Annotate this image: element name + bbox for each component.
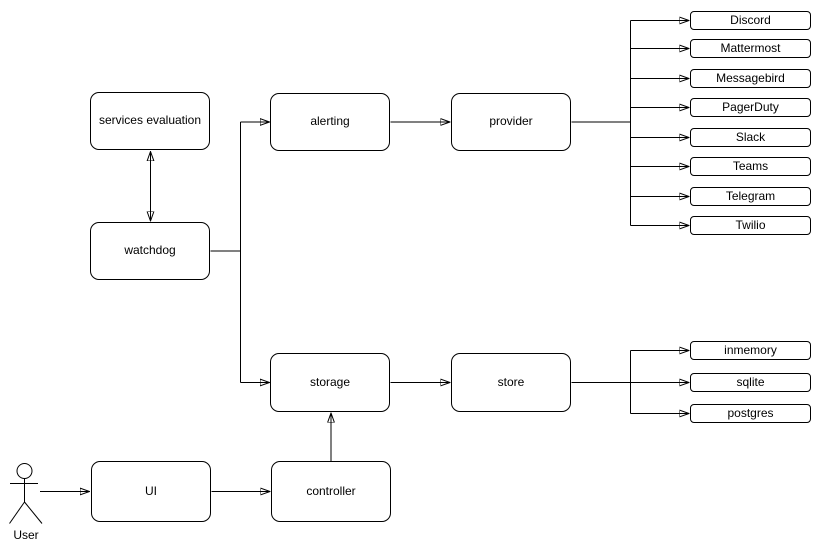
node-storage-label: storage xyxy=(309,374,351,389)
node-store[interactable]: store xyxy=(451,353,571,412)
node-provider-slack[interactable]: Slack xyxy=(690,128,811,147)
node-provider-pagerduty[interactable]: PagerDuty xyxy=(690,98,811,117)
store-postgres-label: postgres xyxy=(727,405,774,420)
provider-slack-label: Slack xyxy=(735,129,766,144)
provider-telegram-label: Telegram xyxy=(725,188,776,203)
node-provider-teams[interactable]: Teams xyxy=(690,157,811,176)
node-provider[interactable]: provider xyxy=(451,93,571,151)
node-provider-discord[interactable]: Discord xyxy=(690,11,811,30)
node-store-label: store xyxy=(497,374,525,389)
node-provider-messagebird[interactable]: Messagebird xyxy=(690,69,811,88)
node-controller-label: controller xyxy=(306,483,356,498)
node-store-postgres[interactable]: postgres xyxy=(690,404,811,423)
node-controller[interactable]: controller xyxy=(271,461,391,522)
provider-twilio-label: Twilio xyxy=(735,217,766,232)
store-sqlite-label: sqlite xyxy=(736,374,765,389)
provider-teams-label: Teams xyxy=(732,158,769,173)
node-services-evaluation-label: services evaluation xyxy=(98,113,202,128)
node-alerting-label: alerting xyxy=(310,114,350,129)
node-watchdog[interactable]: watchdog xyxy=(90,222,210,280)
node-ui[interactable]: UI xyxy=(91,461,211,522)
node-store-inmemory[interactable]: inmemory xyxy=(690,341,811,360)
node-watchdog-label: watchdog xyxy=(124,243,176,258)
node-services-evaluation[interactable]: services evaluation xyxy=(90,92,210,150)
provider-pagerduty-label: PagerDuty xyxy=(722,99,779,114)
node-ui-label: UI xyxy=(145,483,157,498)
actor-user[interactable] xyxy=(0,455,60,530)
node-provider-telegram[interactable]: Telegram xyxy=(690,187,811,206)
node-store-sqlite[interactable]: sqlite xyxy=(690,373,811,392)
stick-figure-icon xyxy=(9,463,43,524)
node-provider-label: provider xyxy=(489,114,533,129)
provider-mattermost-label: Mattermost xyxy=(720,40,781,55)
node-storage[interactable]: storage xyxy=(270,353,390,412)
provider-discord-label: Discord xyxy=(730,12,771,27)
node-alerting[interactable]: alerting xyxy=(270,93,390,151)
node-provider-twilio[interactable]: Twilio xyxy=(690,216,811,235)
node-provider-mattermost[interactable]: Mattermost xyxy=(690,39,811,58)
provider-messagebird-label: Messagebird xyxy=(716,70,785,85)
store-inmemory-label: inmemory xyxy=(724,342,777,357)
actor-user-label: User xyxy=(13,528,39,542)
